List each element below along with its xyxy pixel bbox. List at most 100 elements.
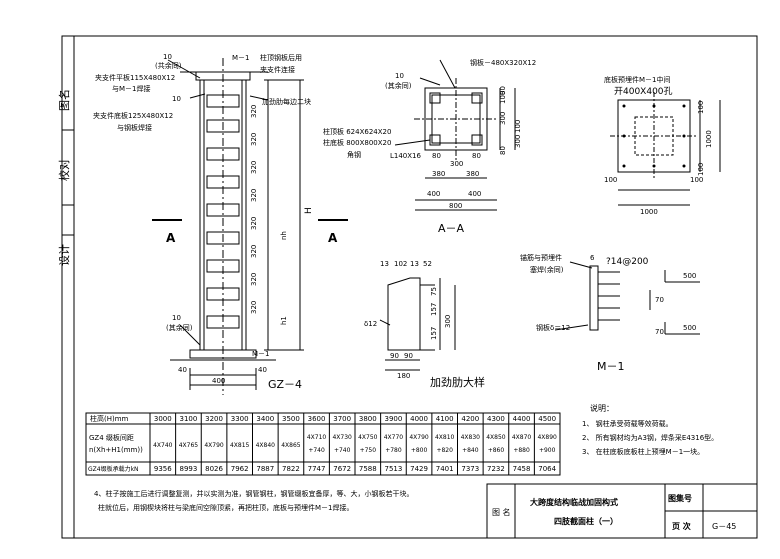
table-capacity-cell: 9356	[154, 465, 172, 473]
note-3: 3、 在柱底板底板柱上预埋M－1一块。	[582, 447, 704, 456]
dim-80-b: 80	[472, 152, 481, 160]
note-4a: 4、柱子按施工后进行调整复测，并以实测为准，钢管钢柱，钢管缀板宜备厚，等、大，小…	[94, 489, 413, 498]
anchor-hole	[622, 134, 626, 138]
table-spacing-cell: 4X830	[461, 434, 481, 441]
batten-plate	[206, 259, 240, 273]
stiff-102: 102	[394, 260, 407, 268]
anchor-hole	[622, 164, 626, 168]
table-spacing-label: GZ4 缀板间距	[89, 433, 134, 442]
table-spacing-cell: 4X730	[332, 434, 352, 441]
base-plate-title: 底板预埋件M－1中间	[604, 75, 671, 84]
dim-320: 320	[250, 105, 258, 118]
table-height-cell: 3700	[333, 415, 351, 423]
top-m1-label: M－1	[232, 54, 250, 62]
section-weld-10: 10	[395, 72, 404, 80]
table-capacity-cell: 7458	[513, 465, 531, 473]
table-height-cell: 3500	[282, 415, 300, 423]
table-height-cell: 4000	[410, 415, 428, 423]
title-page-value: G－45	[712, 522, 736, 531]
note-1: 1、 钢柱承受荷载等效荷载。	[582, 419, 673, 428]
batten-plate	[206, 119, 240, 133]
dim-h1: h1	[280, 316, 288, 325]
clip-top-plate-label: 夹支件平板115X480X12	[95, 73, 175, 82]
dim-320: 320	[250, 273, 258, 286]
table-height-cell: 3800	[359, 415, 377, 423]
column-base-plate-label: 柱底板 800X800X20	[323, 138, 391, 147]
title-line-1: 大跨度结构临战加固构式	[530, 497, 618, 507]
table-spacing-extra: +740	[334, 447, 351, 454]
stiffener-note: 加劲肋每边二块	[262, 97, 311, 106]
angle-steel-label: 角钢	[347, 150, 361, 159]
base-dim-100-a: 100	[697, 101, 705, 114]
section-mark-right: A	[328, 231, 338, 245]
stiff-52: 52	[423, 260, 432, 268]
table-spacing-extra: +780	[385, 447, 402, 454]
section-aa-view: 钢板－480X320X12 10 (其余同) 柱顶板 624X624X20 柱底…	[323, 58, 536, 235]
clip-base-plate-label: 夹支件底板125X480X12	[93, 111, 173, 120]
notes-title: 说明：	[590, 403, 614, 413]
dim-320: 320	[250, 245, 258, 258]
m1-dim-70-b: 70	[655, 328, 664, 336]
table-capacity-cell: 7064	[538, 465, 556, 473]
stiffener-detail: 13 102 13 52 75 157 300 157 δ12 90 90 18…	[364, 260, 485, 389]
m1-dim-500-a: 500	[683, 272, 696, 280]
anchor-hole	[682, 134, 686, 138]
note-2: 2、 所有钢材均为A3钢，焊条采E4316型。	[582, 433, 718, 442]
table-spacing-cell: 4X710	[307, 434, 327, 441]
m1-weld-label: 锚筋与预埋件	[520, 253, 562, 262]
m1-detail: 锚筋与预埋件 塞焊(余同) 6 ?14@200 钢板δ＝12 500 70 70…	[520, 253, 700, 373]
dim-H: H	[304, 207, 314, 214]
table-capacity-label: GZ4缀板承载力kN	[88, 465, 139, 473]
side-design-label: 设计	[58, 244, 71, 266]
anchor-hole	[682, 104, 686, 108]
table-height-cell: 3100	[180, 415, 198, 423]
section-side-dim: 300	[514, 135, 522, 148]
batten-plate	[206, 203, 240, 217]
bottom-weld-shared: (其余同)	[166, 323, 193, 332]
title-line-2: 四肢截面柱（一）	[554, 516, 618, 526]
table-spacing-cell: 4X890	[537, 434, 557, 441]
table-capacity-cell: 7588	[359, 465, 377, 473]
side-title-block: 图名 校对 设计	[57, 89, 74, 266]
dim-320: 320	[250, 301, 258, 314]
table-spacing-extra: +820	[436, 447, 453, 454]
top-weld-10: 10	[163, 53, 172, 61]
table-spacing-extra: +860	[488, 447, 505, 454]
m1-weld-size: 6	[590, 254, 595, 262]
stiffener-caption: 加劲肋大样	[430, 375, 485, 389]
table-capacity-cell: 8026	[205, 465, 223, 473]
bottom-m1-label: M－1	[252, 350, 270, 358]
stiff-90-b: 90	[404, 352, 413, 360]
dim-400-main: 400	[212, 377, 225, 385]
dim-40-right: 40	[258, 366, 267, 374]
dim-400-b: 400	[468, 190, 481, 198]
anchor-hole	[652, 164, 656, 168]
table-height-cell: 4500	[538, 415, 556, 423]
section-side-dim: 100	[499, 91, 507, 104]
m1-plate-spec: 钢板δ＝12	[536, 323, 570, 332]
m1-caption: M－1	[597, 360, 625, 373]
table-height-cell: 3200	[205, 415, 223, 423]
table-capacity-cell: 7747	[308, 465, 326, 473]
table-height-cell: 4100	[436, 415, 454, 423]
anchor-hole	[622, 104, 626, 108]
title-set-label: 图集号	[668, 493, 692, 503]
dim-nh: nh	[280, 231, 288, 240]
stiff-180: 180	[397, 372, 410, 380]
table-height-cell: 3900	[385, 415, 403, 423]
table-spacing-cell: 4X865	[281, 442, 301, 449]
base-dim-100-d: 100	[690, 176, 703, 184]
table-capacity-cell: 7513	[385, 465, 403, 473]
dim-800: 800	[449, 202, 462, 210]
table-spacing-cell: 4X750	[358, 434, 378, 441]
dim-320: 320	[250, 133, 258, 146]
batten-plate	[206, 231, 240, 245]
title-page-label: 页 次	[672, 521, 691, 531]
base-dim-100-b: 100	[697, 163, 705, 176]
table-height-cell: 4200	[461, 415, 479, 423]
bottom-weld-10: 10	[172, 314, 181, 322]
clip-connection-note: 夹支件连接	[260, 65, 295, 74]
title-name-label: 图 名	[492, 507, 511, 517]
table-height-cell: 3000	[154, 415, 172, 423]
